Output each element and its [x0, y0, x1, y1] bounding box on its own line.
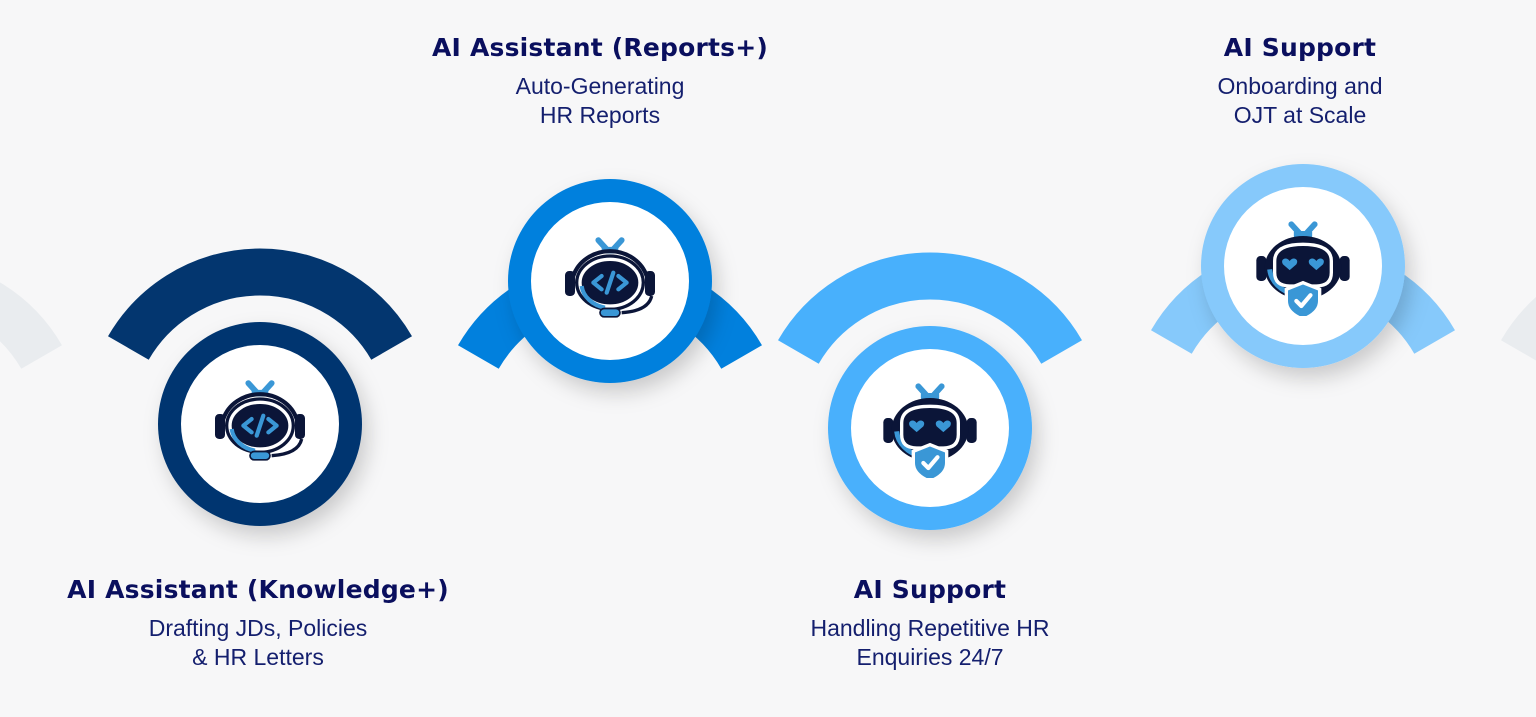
step-description: Handling Repetitive HR Enquiries 24/7	[810, 614, 1049, 672]
step-description-line: OJT at Scale	[1233, 102, 1367, 128]
step-description: Onboarding and OJT at Scale	[1218, 72, 1383, 130]
connector-arc-start	[0, 282, 62, 370]
step-label-2: AI Assistant (Reports+) Auto-Generating …	[432, 33, 768, 130]
step-title: AI Assistant (Knowledge+)	[67, 575, 449, 604]
step-title: AI Support	[853, 575, 1007, 604]
step-title: AI Support	[1223, 33, 1377, 62]
step-description-line: Enquiries 24/7	[856, 644, 1004, 670]
step-description-line: Handling Repetitive HR	[810, 615, 1050, 641]
connector-arc-step-3	[778, 252, 1082, 365]
step-description-line: Onboarding and	[1217, 73, 1383, 99]
connector-arc-step-1	[108, 248, 412, 361]
step-description-line: & HR Letters	[192, 644, 324, 670]
step-description-line: HR Reports	[539, 102, 661, 128]
step-label-4: AI Support Onboarding and OJT at Scale	[1218, 33, 1383, 130]
step-description: Drafting JDs, Policies & HR Letters	[67, 614, 449, 672]
step-node-3	[828, 326, 1032, 530]
step-description-line: Auto-Generating	[515, 73, 685, 99]
step-label-1: AI Assistant (Knowledge+) Drafting JDs, …	[67, 575, 449, 672]
step-description-line: Drafting JDs, Policies	[148, 615, 368, 641]
step-title: AI Assistant (Reports+)	[431, 33, 769, 62]
step-description: Auto-Generating HR Reports	[432, 72, 768, 130]
step-node-1	[158, 322, 362, 526]
step-node-2	[508, 179, 712, 383]
step-label-3: AI Support Handling Repetitive HR Enquir…	[810, 575, 1049, 672]
connector-arc-end	[1501, 297, 1536, 361]
step-node-4	[1201, 164, 1405, 368]
